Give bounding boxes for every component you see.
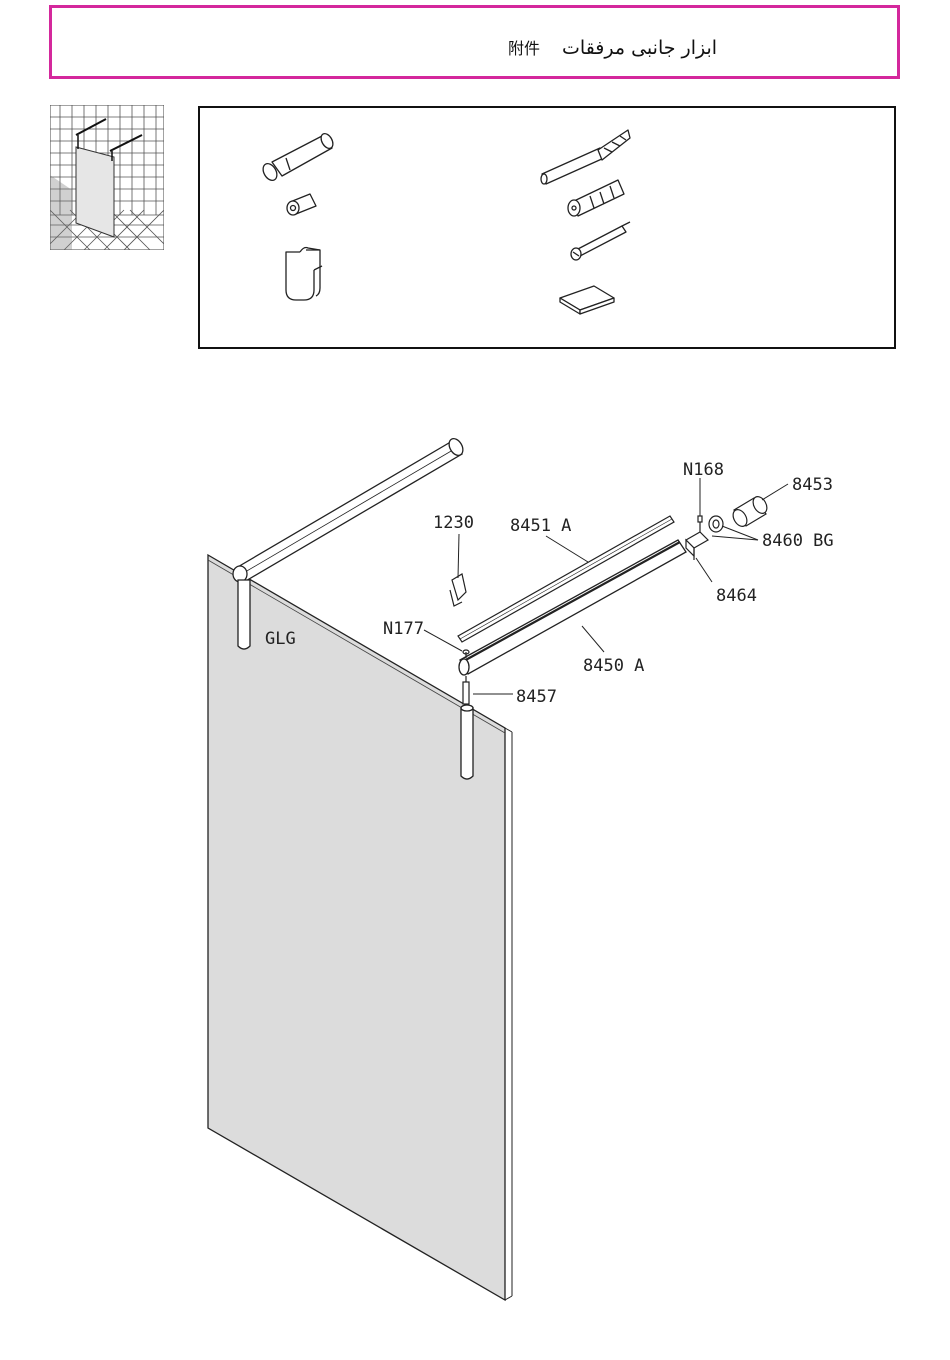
tube-8450a [459, 540, 686, 675]
clip-1230 [450, 574, 466, 606]
leader-8453 [762, 484, 788, 500]
label-8464: 8464 [716, 586, 757, 606]
leader-n177 [424, 630, 462, 651]
label-8453: 8453 [792, 475, 833, 495]
leader-8460bg-a [722, 526, 758, 540]
end-bracket-8464 [686, 516, 708, 560]
leader-8460bg-b [712, 536, 758, 540]
label-8457: 8457 [516, 687, 557, 707]
leader-1230 [458, 534, 459, 578]
label-1230: 1230 [433, 513, 474, 533]
label-8450a: 8450 A [583, 656, 644, 676]
ring-8460bg [709, 516, 723, 532]
wall-bar [233, 436, 466, 582]
leader-8451a [546, 536, 588, 562]
pin-8457 [463, 676, 469, 704]
label-glg: GLG [265, 629, 296, 649]
leader-8450a [582, 626, 604, 652]
left-clamp [238, 580, 250, 649]
label-n168: N168 [683, 460, 724, 480]
label-8451a: 8451 A [510, 516, 571, 536]
label-8460bg: 8460 BG [762, 531, 834, 551]
label-n177: N177 [383, 619, 424, 639]
leader-8464 [696, 558, 712, 582]
right-clamp [461, 705, 473, 779]
